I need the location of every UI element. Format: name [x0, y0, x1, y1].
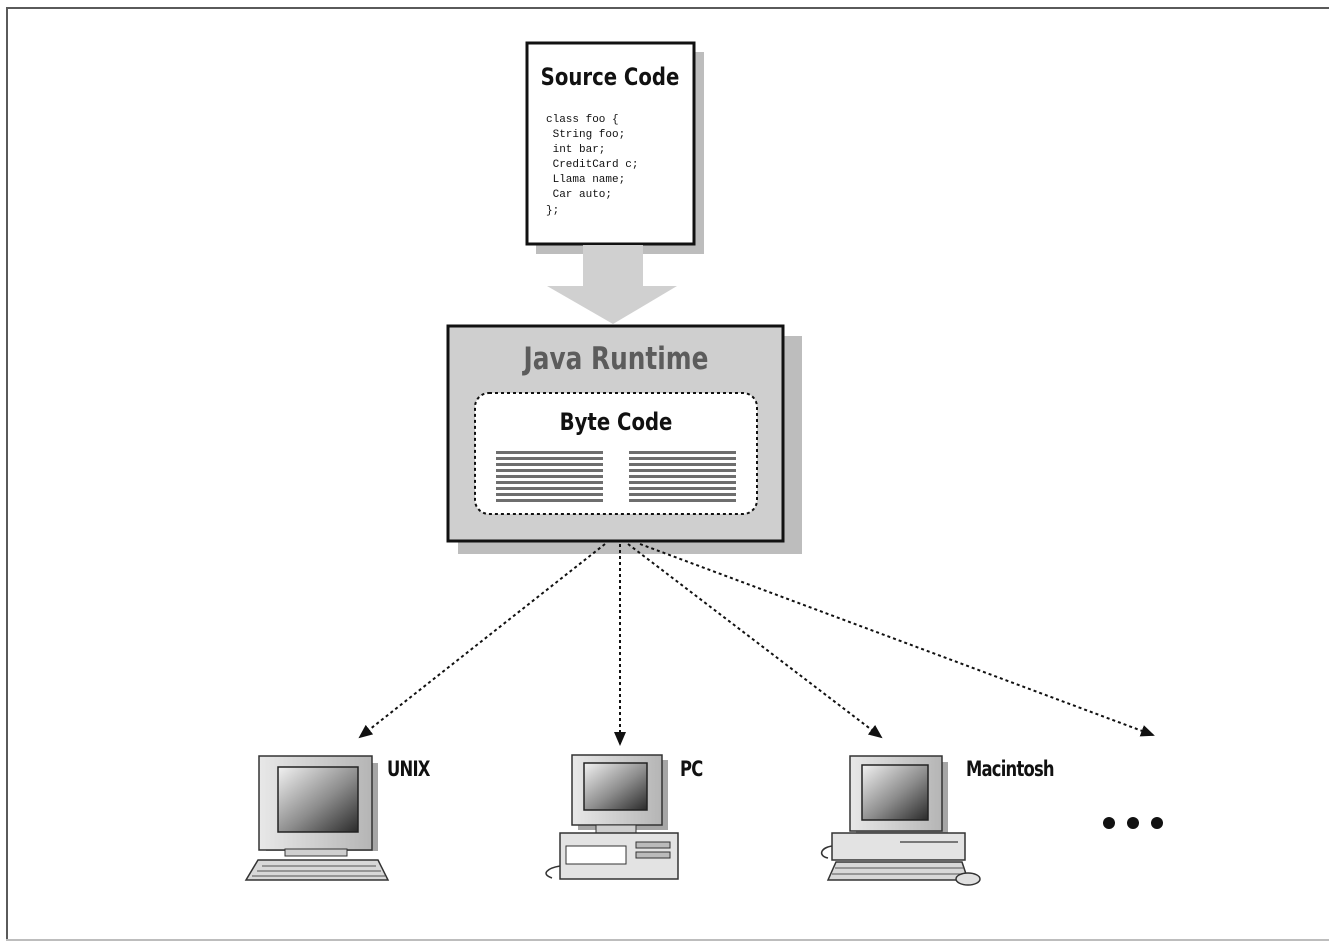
- ellipsis-dot: [1103, 817, 1115, 829]
- ellipsis-dot: [1151, 817, 1163, 829]
- mac-screen: [861, 764, 929, 821]
- code-line: Car auto;: [546, 189, 612, 201]
- byte-code-stripe: [629, 499, 736, 502]
- byte-code-stripe: [629, 451, 736, 454]
- arrow-to-unix: [358, 543, 606, 739]
- byte-code-stripe: [629, 493, 736, 496]
- byte-code-stripe: [496, 487, 603, 490]
- pc-label: PC: [680, 757, 703, 781]
- mac-keyboard: [826, 861, 970, 881]
- byte-code-stripe: [496, 481, 603, 484]
- unix-workstation-icon: [244, 755, 390, 881]
- byte-code-stripe: [496, 499, 603, 502]
- pc-screen: [583, 762, 648, 811]
- code-line: Llama name;: [546, 174, 625, 186]
- byte-code-stripe: [629, 463, 736, 466]
- macintosh-label: Macintosh: [966, 757, 1055, 781]
- source-code-document: Source Code class foo { String foo; int …: [525, 41, 704, 254]
- mac-cpu: [831, 832, 966, 861]
- arrow-to-macintosh: [627, 543, 883, 739]
- frame-top-border: [6, 7, 1329, 9]
- mac-cable: [820, 845, 833, 859]
- byte-code-stripe: [629, 487, 736, 490]
- unix-keyboard: [244, 859, 390, 881]
- byte-code-stripe: [629, 469, 736, 472]
- pc-stand: [595, 824, 637, 834]
- unix-label: UNIX: [387, 757, 430, 781]
- unix-screen: [277, 766, 359, 833]
- pc-drive-bay: [635, 841, 671, 849]
- byte-code-stripe: [496, 451, 603, 454]
- byte-code-stripe: [629, 457, 736, 460]
- byte-code-stripe: [496, 475, 603, 478]
- more-platforms-ellipsis: [1103, 817, 1163, 829]
- pc-vents: [565, 845, 627, 865]
- source-code-title: Source Code: [541, 64, 680, 91]
- byte-code-stripe: [629, 475, 736, 478]
- mac-mouse: [955, 872, 981, 886]
- byte-code-stripe: [496, 469, 603, 472]
- arrow-to-others: [639, 543, 1155, 737]
- byte-code-stripe: [496, 457, 603, 460]
- java-runtime-title: Java Runtime: [522, 340, 709, 376]
- code-line: int bar;: [546, 144, 605, 156]
- ellipsis-dot: [1127, 817, 1139, 829]
- source-code-box: [525, 41, 696, 246]
- pc-desktop-icon: [545, 754, 679, 880]
- code-line: class foo {: [546, 114, 619, 126]
- byte-code-title: Byte Code: [560, 409, 673, 436]
- pc-drive-bay: [635, 851, 671, 859]
- frame-bottom-border: [6, 939, 1329, 941]
- distribution-arrows: [358, 543, 1155, 746]
- code-line: String foo;: [546, 129, 625, 141]
- unix-stand: [284, 848, 348, 857]
- code-line: CreditCard c;: [546, 159, 638, 171]
- byte-code-lines: [496, 451, 736, 502]
- byte-code-stripe: [496, 463, 603, 466]
- code-line: };: [546, 205, 559, 217]
- java-runtime-box: Java Runtime Byte Code: [446, 324, 802, 554]
- pc-cable: [545, 865, 561, 879]
- byte-code-stripe: [629, 481, 736, 484]
- compile-arrow: [547, 245, 677, 324]
- frame-left-border: [6, 7, 8, 941]
- byte-code-stripe: [496, 493, 603, 496]
- macintosh-icon: [820, 755, 981, 886]
